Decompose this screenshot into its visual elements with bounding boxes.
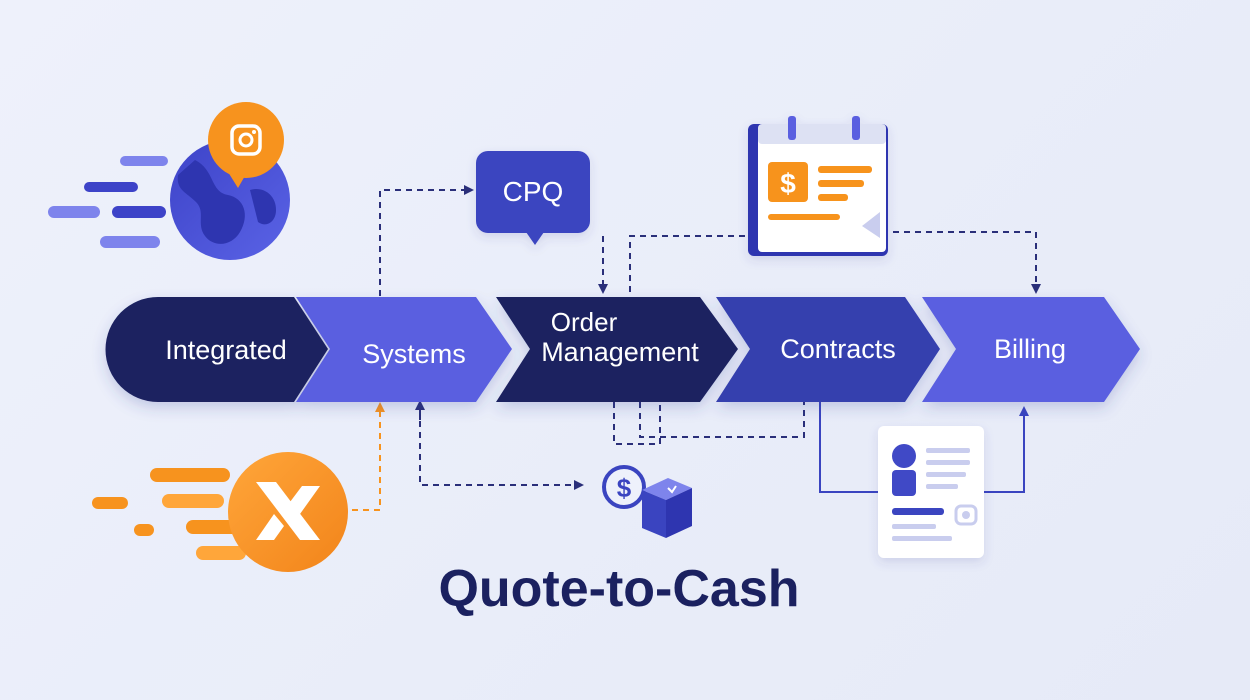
orange-logo-icon bbox=[92, 452, 348, 572]
stage-integrated bbox=[105, 297, 328, 402]
stage-label-management: Management bbox=[541, 337, 699, 367]
diagram-title: Quote-to-Cash bbox=[438, 560, 799, 618]
profile-document-icon bbox=[878, 426, 984, 558]
cpq-bubble bbox=[476, 151, 590, 245]
globe-chat-icon bbox=[48, 102, 290, 260]
stage-billing bbox=[922, 297, 1140, 402]
svg-text:$: $ bbox=[617, 473, 632, 503]
stage-label-order: Order bbox=[551, 307, 618, 337]
dollar-box-icon: $ bbox=[602, 465, 692, 538]
stage-labels: Integrated Systems Order Management Cont… bbox=[165, 307, 1066, 369]
stage-label-billing: Billing bbox=[994, 334, 1066, 364]
stage-contracts bbox=[716, 297, 940, 402]
stage-systems bbox=[296, 297, 512, 402]
connector-payment-to-systems bbox=[419, 410, 584, 490]
svg-text:$: $ bbox=[780, 168, 796, 199]
invoice-calendar-icon: $ bbox=[748, 116, 888, 256]
connector-invoice-to-billing bbox=[893, 231, 1041, 294]
stage-label-systems: Systems bbox=[362, 339, 466, 369]
connector-systems-to-cpq bbox=[379, 185, 474, 296]
connector-invoice-to-order bbox=[629, 235, 745, 296]
stage-label-integrated: Integrated bbox=[165, 335, 287, 365]
cpq-label: CPQ bbox=[503, 176, 564, 207]
stage-label-contracts: Contracts bbox=[780, 334, 896, 364]
connector-logo-to-systems bbox=[352, 402, 385, 511]
connectors bbox=[352, 185, 1041, 511]
connector-contracts-loop bbox=[639, 402, 805, 438]
stage-order-management bbox=[496, 297, 738, 402]
pipeline bbox=[105, 297, 1140, 402]
